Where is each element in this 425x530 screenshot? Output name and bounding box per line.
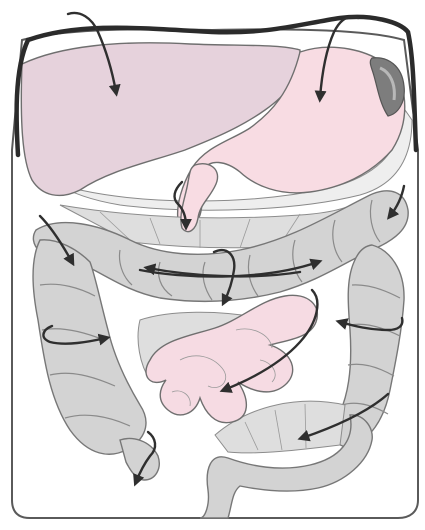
diagram-canvas — [0, 0, 425, 530]
abdominal-diagram — [0, 0, 425, 530]
